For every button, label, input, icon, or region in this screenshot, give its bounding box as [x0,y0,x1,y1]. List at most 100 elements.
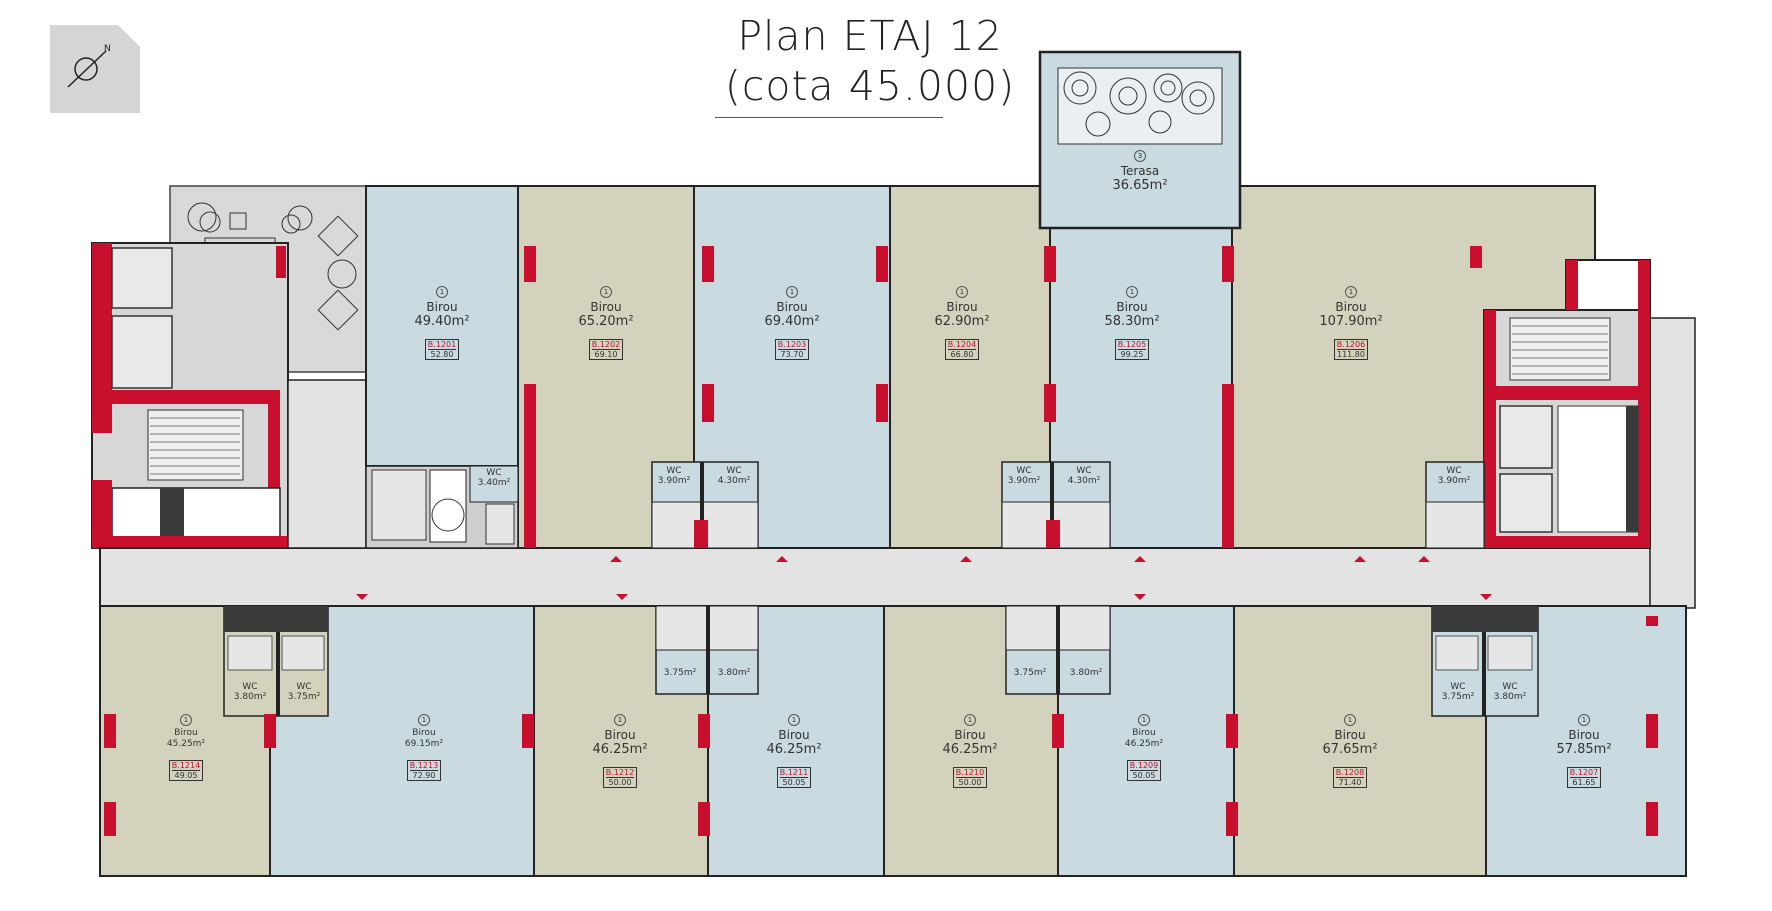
room-name: Birou [776,300,808,314]
room-name: Birou [426,300,458,314]
room-code: B.1207 [1569,768,1599,778]
wc-label-b4: 3.80m² [712,668,756,678]
door-markers [356,556,1492,600]
wc-block-2 [651,461,759,549]
room-code: B.1204 [947,340,977,350]
room-code: B.1206 [1336,340,1366,350]
room-code: B.1208 [1335,768,1365,778]
room-number: 1 [1578,714,1590,726]
room-number: 1 [1138,714,1150,726]
room-area: 58.30m² [1104,314,1160,329]
room-name: Birou [604,728,636,742]
core-wall [92,480,112,548]
room-area: 36.65m² [1112,178,1168,193]
elevator-2 [111,315,173,389]
room-code-area: 52.80 [430,350,454,359]
corridor-upper-left [287,379,367,549]
compass-label: N [104,44,111,54]
room-code: B.1202 [591,340,621,350]
wc-name: WC [1076,466,1092,476]
wc-area: 3.75m² [287,692,321,702]
room-code: B.1209 [1129,761,1159,771]
wc-area: 3.80m² [233,692,267,702]
room-name: Birou [590,300,622,314]
room-name: Birou [174,728,198,738]
room-area: 107.90m² [1319,314,1383,329]
room-area: 69.40m² [764,314,820,329]
room-name: Birou [954,728,986,742]
room-number: 1 [956,286,968,298]
wc-name: WC [296,682,312,692]
room-number: 1 [418,714,430,726]
room-name: Birou [1568,728,1600,742]
room-number: 1 [786,286,798,298]
wc-block-b1 [223,605,329,717]
room-area: 46.25m² [1124,739,1164,749]
room-area: 49.40m² [414,314,470,329]
core-wall [1484,386,1650,400]
core-wall [1484,536,1650,548]
room-number: 1 [788,714,800,726]
wc-name: WC [666,466,682,476]
room-area: 46.25m² [766,742,822,757]
room-code: B.1211 [779,768,809,778]
right-core-room [1565,259,1651,311]
room-number: 1 [1345,286,1357,298]
room-code-area: 50.00 [608,778,632,787]
room-area: 45.25m² [166,739,206,749]
planter-trees [1063,71,1215,137]
room-area: 62.90m² [934,314,990,329]
wc-label-b3: 3.75m² [658,668,702,678]
room-name: Birou [1132,728,1156,738]
room-code-area: 73.70 [780,350,804,359]
corridor-right-end [1649,317,1696,609]
room-code-area: 61.65 [1572,778,1596,787]
wc-name: WC [1016,466,1032,476]
room-code: B.1201 [427,340,457,350]
stair-treads [150,417,240,475]
core-room [111,487,281,539]
room-name: Birou [1335,300,1367,314]
room-code: B.1210 [955,768,985,778]
wc-name: WC [1446,466,1462,476]
wc-area: 3.80m² [1069,668,1103,678]
room-code-area: 99.25 [1120,350,1144,359]
room-code: B.1212 [605,768,635,778]
wc-label-b6: 3.80m² [1064,668,1108,678]
room-code: B.1214 [171,761,201,771]
wc-name: WC [242,682,258,692]
room-number: 1 [1344,714,1356,726]
core-wall [1484,310,1496,548]
right-elevator-1 [1499,405,1553,469]
room-number: 3 [1134,150,1146,162]
core-wall [1566,260,1578,310]
room-number: 1 [180,714,192,726]
wc-name: WC [486,468,502,478]
room-number: 1 [1126,286,1138,298]
wc-block-b4 [1431,605,1539,717]
room-code-area: 50.00 [958,778,982,787]
wc-block-b2 [655,605,759,695]
room-number: 1 [614,714,626,726]
planter [1057,67,1223,145]
room-area: 69.15m² [404,739,444,749]
right-stair-treads [1512,325,1608,375]
